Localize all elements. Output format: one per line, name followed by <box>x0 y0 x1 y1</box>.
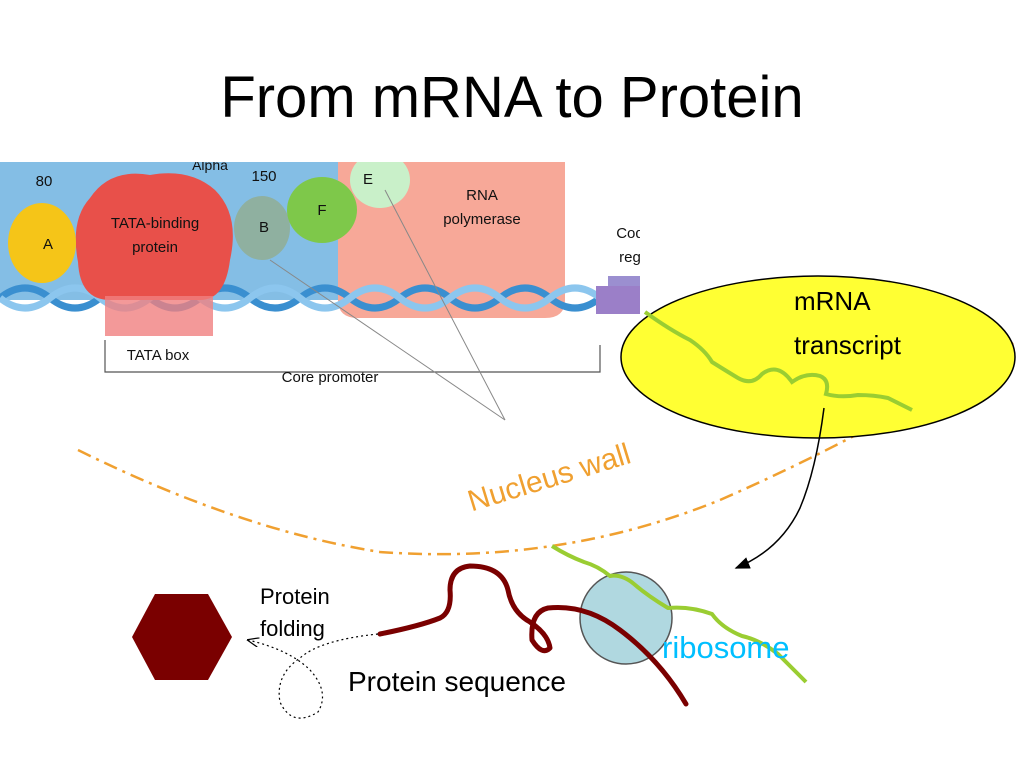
factor-b-shape <box>234 196 290 260</box>
mrna-transcript-bubble <box>620 275 1016 439</box>
mrna-label-line2: transcript <box>794 330 902 360</box>
mrna-label-line1: mRNA <box>794 286 871 316</box>
mrna-strand-cytoplasm <box>550 544 808 684</box>
slide-title: From mRNA to Protein <box>220 65 804 130</box>
label-a: A <box>43 236 53 253</box>
ribosome-label: ribosome <box>662 630 790 665</box>
folded-protein-hexagon <box>132 594 232 680</box>
protein-sequence-label: Protein sequence <box>348 666 566 697</box>
label-alpha: Alpha <box>192 157 228 173</box>
factor-a-shape <box>8 203 76 283</box>
label-coding-line1: Coding <box>616 225 664 242</box>
label-tbp-line2: protein <box>132 239 178 256</box>
label-f: F <box>317 202 326 219</box>
label-150: 150 <box>251 168 276 185</box>
tata-binding-protein-shape <box>75 173 233 300</box>
transcription-inset: 80 Alpha 150 E A B F TATA-binding protei… <box>0 157 664 430</box>
label-tbp-line1: TATA-binding <box>111 215 199 232</box>
folding-label-line2: folding <box>260 616 325 641</box>
label-e: E <box>363 171 373 188</box>
factor-f-shape <box>287 177 357 243</box>
label-tata-box: TATA box <box>127 347 190 364</box>
folding-label-line1: Protein <box>260 584 330 609</box>
label-coding-line2: region <box>619 249 661 266</box>
label-rnap-line2: polymerase <box>443 211 521 228</box>
label-80: 80 <box>36 173 53 190</box>
label-b: B <box>259 219 269 236</box>
mrna-strand-nucleus <box>643 310 913 412</box>
ribosome-shape <box>579 571 673 665</box>
protein-chain <box>377 563 689 707</box>
label-core-promoter: Core promoter <box>282 369 379 386</box>
export-arrow <box>734 407 825 569</box>
factor-e-shape <box>350 162 410 208</box>
label-rnap-line1: RNA <box>466 187 498 204</box>
nucleus-wall-label: Nucleus wall <box>464 438 635 519</box>
